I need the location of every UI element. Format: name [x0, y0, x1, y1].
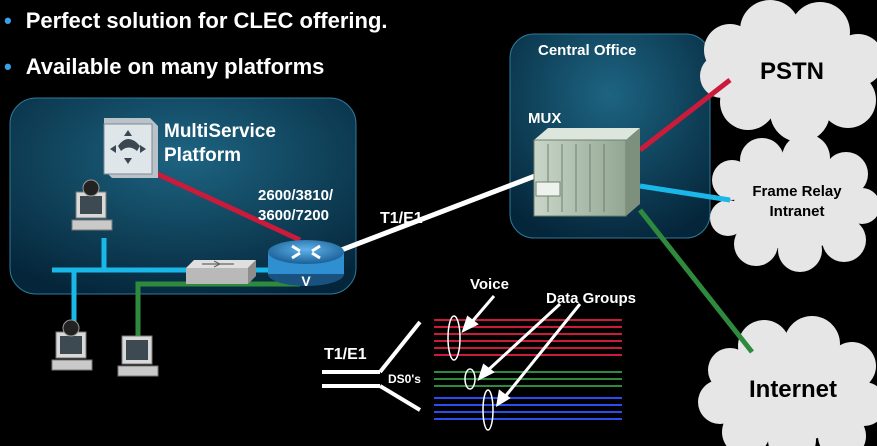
group-ellipses	[447, 315, 494, 431]
callout-arrows	[461, 295, 582, 407]
workstation-icon	[117, 335, 159, 377]
frame-relay-label: Frame Relay Intranet	[752, 183, 842, 220]
ds0-label: DS0's	[388, 372, 421, 386]
voice-callout: Voice	[470, 276, 509, 293]
pstn-link	[638, 78, 732, 152]
mux-label: MUX	[528, 110, 562, 127]
trunk-label: T1/E1	[380, 210, 423, 227]
voice-link	[138, 163, 302, 243]
ds0-data-blue-lines	[434, 397, 622, 420]
phone-switch-icon	[103, 118, 158, 178]
trunk-link	[309, 173, 536, 265]
pstn-label: PSTN	[759, 58, 824, 85]
ds0-voice-lines	[434, 319, 622, 356]
frame-relay-link	[639, 183, 731, 203]
internet-label: Internet	[748, 376, 837, 403]
platform-title: MultiService Platform	[164, 121, 276, 166]
workstation-icon	[51, 319, 93, 371]
internet-link	[638, 208, 754, 354]
mux-icon	[533, 128, 640, 217]
bullet-1: •Perfect solution for CLEC offering.	[4, 8, 388, 33]
ds0-data-green-lines	[434, 371, 622, 387]
bullet-2: •Available on many platforms	[4, 54, 325, 79]
frame-relay-cloud	[710, 134, 877, 272]
central-office-title: Central Office	[538, 42, 637, 59]
internet-cloud	[698, 316, 877, 446]
ds0-split-lines	[322, 320, 422, 412]
site-panel	[9, 97, 357, 295]
lan-switch-icon	[186, 260, 256, 284]
pstn-cloud	[700, 0, 877, 142]
detail-trunk-label: T1/E1	[324, 346, 367, 363]
router-icon: V	[268, 240, 344, 289]
svg-text:V: V	[301, 273, 311, 289]
workstation-icon	[71, 179, 113, 231]
router-models-label: 2600/3810/ 3600/7200	[258, 187, 334, 224]
data-groups-callout: Data Groups	[546, 290, 637, 307]
